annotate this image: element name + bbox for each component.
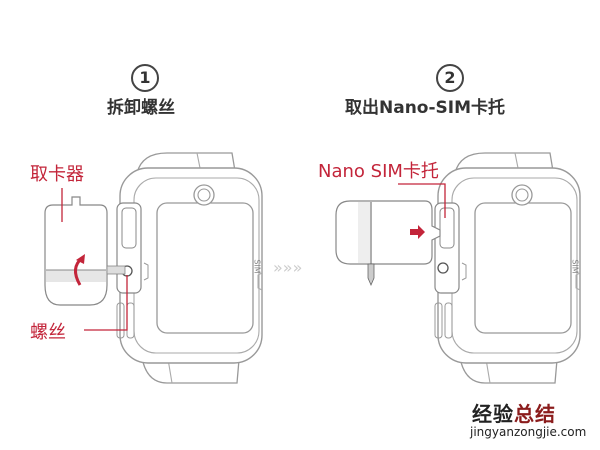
- screw-right: [437, 262, 449, 274]
- tool-label: 取卡器: [30, 164, 84, 185]
- step-1-title: 拆卸螺丝: [107, 98, 175, 118]
- screw-label: 螺丝: [30, 322, 66, 343]
- watermark-title: 经验总结: [472, 402, 556, 426]
- sim-ejector-tool: [44, 196, 126, 306]
- tray-label: Nano SIM卡托: [318, 161, 439, 182]
- push-arrow-icon: [410, 225, 425, 239]
- sim-side-label-left: SIM: [252, 259, 262, 274]
- watermark-url: jingyanzongjie.com: [470, 425, 587, 439]
- watch-right: [434, 152, 581, 384]
- step-separator: »»»: [273, 258, 303, 277]
- watch-left: [116, 152, 263, 384]
- step-2-title: 取出Nano-SIM卡托: [345, 98, 506, 118]
- sim-card-tray-tool: [335, 200, 441, 287]
- step-1-number: 1: [130, 62, 160, 92]
- sim-side-label-right: SIM: [570, 259, 580, 274]
- step-2-number: 2: [435, 62, 465, 92]
